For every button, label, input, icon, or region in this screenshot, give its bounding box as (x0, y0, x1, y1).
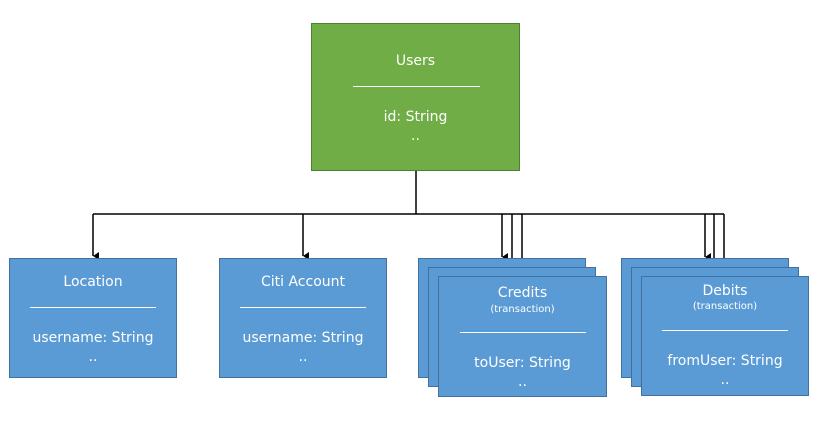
credits-ellipsis: .. (518, 374, 527, 390)
location-ellipsis: .. (88, 349, 98, 365)
users-ellipsis: .. (411, 128, 420, 144)
users-title: Users (395, 53, 436, 69)
citi-account-ellipsis: .. (298, 349, 308, 365)
citi-account-divider (240, 307, 366, 308)
credits-divider (460, 332, 586, 333)
credits-entity-box: Credits (transaction) toUser: String .. (438, 276, 607, 397)
debits-subtitle: (transaction) (692, 301, 758, 312)
debits-entity-box: Debits (transaction) fromUser: String .. (641, 276, 809, 396)
citi-account-title: Citi Account (260, 274, 346, 290)
location-title: Location (63, 274, 123, 290)
users-entity-box: Users id: String .. (311, 23, 520, 171)
location-divider (30, 307, 156, 308)
citi-account-entity-box: Citi Account username: String .. (219, 258, 387, 378)
debits-ellipsis: .. (720, 372, 730, 388)
users-field: id: String (383, 109, 448, 125)
location-entity-box: Location username: String .. (9, 258, 177, 378)
location-field: username: String (32, 330, 154, 346)
citi-account-field: username: String (242, 330, 364, 346)
credits-subtitle: (transaction) (490, 304, 555, 315)
debits-title: Debits (702, 283, 748, 299)
users-divider (353, 86, 480, 87)
debits-field: fromUser: String (667, 353, 783, 369)
credits-title: Credits (497, 285, 548, 301)
debits-divider (662, 330, 788, 331)
credits-field: toUser: String (474, 355, 571, 371)
